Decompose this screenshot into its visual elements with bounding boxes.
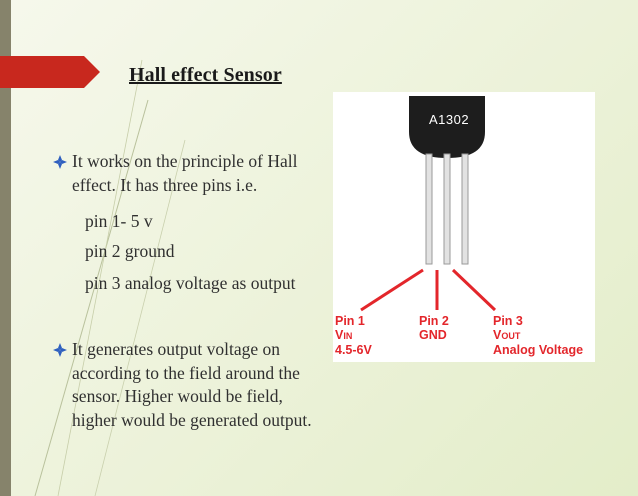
pin3-label-title: Pin 3	[493, 314, 523, 328]
slide-title: Hall effect Sensor	[129, 64, 282, 86]
pin2-label: Pin 2 GND	[419, 314, 449, 342]
pin1-v-sub: IN	[343, 331, 353, 341]
pin1-pointer	[360, 268, 424, 312]
title-accent-arrow	[0, 56, 100, 88]
sensor-pin-leg-2	[443, 153, 451, 265]
sensor-diagram	[360, 96, 497, 312]
pin1-label: Pin 1 VIN 4.5-6V	[335, 314, 372, 357]
sensor-chip-body	[409, 96, 485, 158]
sensor-pin-leg-3	[461, 153, 469, 265]
pin-2-text: pin 2 ground	[85, 241, 175, 261]
hall-sensor-figure: A1302 Pin 1 VIN 4.5-6V Pin 2 GND Pin 3 V…	[333, 92, 595, 362]
pin3-v-sub: OUT	[501, 331, 521, 341]
pin2-label-title: Pin 2	[419, 314, 449, 328]
bullet-output-text: It generates output voltage on according…	[72, 339, 312, 430]
chip-label: A1302	[428, 112, 470, 127]
pin3-pointer	[451, 268, 497, 312]
pin-3-text: pin 3 analog voltage as output	[85, 273, 296, 293]
pin1-label-voltage-name: VIN	[335, 328, 372, 343]
pin3-label-voltage-name: VOUT	[493, 328, 583, 343]
diamond-bullet-icon	[53, 155, 67, 169]
diamond-bullet-icon	[53, 343, 67, 357]
bullet-principle-text: It works on the principle of Hall effect…	[72, 151, 298, 195]
left-sidebar-bar	[0, 0, 11, 496]
pin3-label: Pin 3 VOUT Analog Voltage	[493, 314, 583, 357]
pin2-label-gnd: GND	[419, 328, 447, 342]
sensor-pin-leg-1	[425, 153, 433, 265]
pin3-v: V	[493, 328, 502, 342]
pin-1-text: pin 1- 5 v	[85, 211, 153, 231]
pin1-label-title: Pin 1	[335, 314, 365, 328]
pin1-label-range: 4.5-6V	[335, 343, 372, 357]
pin3-label-analog: Analog Voltage	[493, 343, 584, 357]
pin1-v: V	[335, 328, 344, 342]
